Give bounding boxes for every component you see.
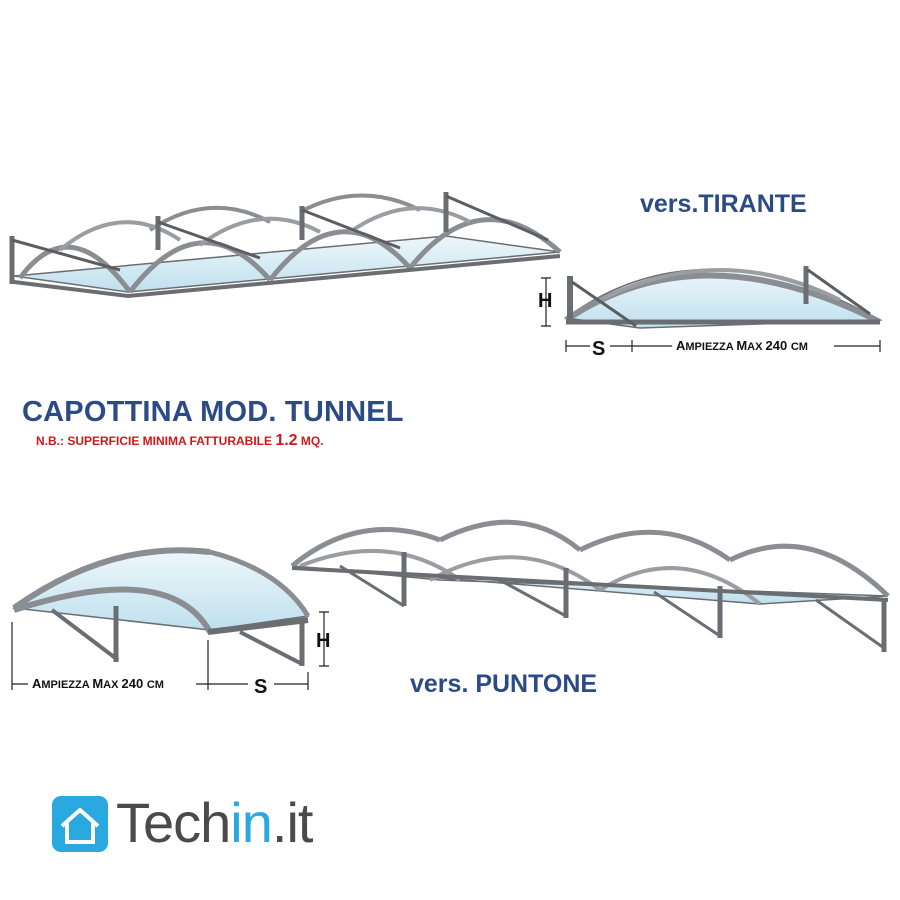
puntone-label: vers. PUNTONE bbox=[410, 670, 598, 698]
puntone-dim-s: S bbox=[254, 676, 268, 698]
tirante-dim-s: S bbox=[592, 338, 606, 360]
house-icon bbox=[52, 796, 108, 852]
page-title: CAPOTTINA MOD. TUNNEL bbox=[22, 396, 404, 428]
tirante-dim-h: H bbox=[538, 290, 553, 312]
min-surface-note: N.B.: SUPERFICIE MINIMA FATTURABILE 1.2 … bbox=[36, 432, 324, 449]
brand-logo-text: Techin.it bbox=[116, 791, 313, 854]
tirante-dimension-lines bbox=[541, 277, 881, 352]
puntone-detail-canopy bbox=[11, 547, 311, 666]
tirante-dim-width: AMPIEZZA MAX 240 CM bbox=[676, 338, 808, 353]
tirante-detail-canopy bbox=[564, 266, 883, 329]
puntone-dim-h: H bbox=[316, 630, 331, 652]
puntone-dimension-lines bbox=[11, 611, 329, 690]
tirante-long-canopy bbox=[9, 192, 562, 299]
puntone-dim-width: AMPIEZZA MAX 240 CM bbox=[32, 676, 164, 691]
puntone-long-canopy bbox=[290, 519, 890, 652]
tirante-label: vers.TIRANTE bbox=[640, 190, 807, 218]
